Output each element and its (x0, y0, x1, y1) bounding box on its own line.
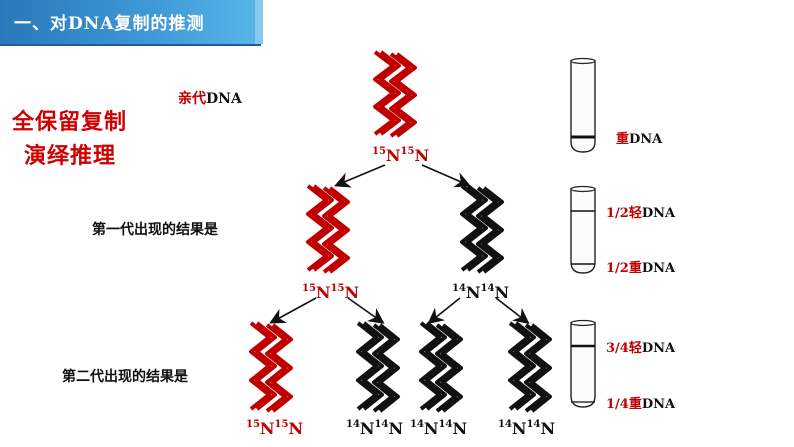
helix-gen1-left-strand-2 (312, 184, 334, 272)
helix-parent-strand-2 (379, 50, 401, 136)
helix-gen2-2-strand-1 (356, 321, 378, 411)
helix-gen2-4-strand-3 (524, 323, 546, 413)
helices (249, 50, 552, 413)
helix-parent (373, 50, 417, 138)
helix-parent-strand-3 (389, 52, 411, 138)
parent-label-prefix: 亲代 (178, 91, 206, 107)
helix-gen1-right-strand-1 (460, 184, 482, 272)
tube3-band-label-1: 3/4轻DNA (606, 341, 676, 356)
helix-gen2-3-strand-3 (435, 323, 457, 413)
arrow-gen1-right-1 (427, 297, 461, 324)
section-header (0, 0, 261, 46)
helix-gen2-3-strand-4 (441, 323, 463, 413)
helix-gen2-1-strand-1 (249, 321, 271, 411)
arrow-gen1-left-2 (347, 297, 385, 324)
arrows (269, 164, 530, 324)
helix-gen2-1 (249, 321, 293, 413)
helix-gen2-2-strand-3 (372, 323, 394, 413)
arrow-parent-left (334, 164, 386, 188)
helix-gen2-1-strand-2 (255, 321, 277, 411)
gen2-isotope-3: 14N14N (410, 419, 468, 438)
gen1-left-isotope: 15N15N (302, 283, 360, 302)
helix-gen1-right-strand-4 (482, 186, 504, 274)
helix-parent-strand-1 (373, 50, 395, 136)
parent-isotope: 15N15N (372, 146, 430, 165)
gen2-isotope-2: 14N14N (346, 419, 404, 438)
helix-gen2-1-strand-3 (265, 323, 287, 413)
tube2-band-label-2: 1/2重DNA (606, 261, 676, 276)
tube-1-body (570, 60, 596, 153)
generation2-label: 第二代出现的结果是 (62, 369, 188, 385)
helix-gen1-right (460, 184, 504, 274)
helix-gen1-right-strand-3 (476, 186, 498, 274)
generation1-label: 第一代出现的结果是 (92, 222, 218, 238)
method-line-2: 演绎推理 (24, 143, 117, 169)
method-line-1: 全保留复制 (12, 109, 128, 135)
helix-gen2-2-strand-2 (362, 321, 384, 411)
helix-gen1-left (306, 184, 350, 274)
helix-gen2-2-strand-4 (378, 323, 400, 413)
helix-gen1-left-strand-1 (306, 184, 328, 272)
tube-1-rim (570, 57, 596, 65)
helix-gen2-3-strand-2 (425, 321, 447, 411)
helix-gen1-left-strand-3 (322, 186, 344, 274)
parent-label: 亲代DNA (178, 88, 242, 108)
parent-label-suffix: DNA (206, 91, 242, 107)
tube-3 (570, 319, 596, 408)
tube1-band-label: 重DNA (616, 132, 663, 147)
tube-2-body (570, 188, 596, 274)
helix-gen2-3 (419, 321, 463, 413)
helix-parent-strand-4 (395, 52, 417, 138)
header-accent (255, 0, 263, 44)
helix-gen2-4-strand-2 (514, 321, 536, 411)
arrow-gen1-left-1 (269, 297, 317, 324)
arrow-gen1-right-2 (495, 297, 530, 324)
helix-gen1-left-strand-4 (328, 186, 350, 274)
tube2-band-label-1: 1/2轻DNA (606, 206, 676, 221)
helix-gen2-3-strand-1 (419, 321, 441, 411)
gen1-right-isotope: 14N14N (452, 283, 510, 302)
tube-1 (570, 57, 596, 153)
tube3-band-label-2: 1/4重DNA (606, 397, 676, 412)
helix-gen2-1-strand-4 (271, 323, 293, 413)
section-title: 一、对DNA复制的推测 (14, 14, 205, 34)
tube-2-rim (570, 185, 596, 193)
helix-gen2-2 (356, 321, 400, 413)
tube-3-rim (570, 319, 596, 327)
gen2-isotope-4: 14N14N (498, 419, 556, 438)
arrow-parent-right (421, 164, 471, 188)
helix-gen2-4-strand-4 (530, 323, 552, 413)
helix-gen2-4 (508, 321, 552, 413)
tube-3-body (570, 322, 596, 408)
helix-gen1-right-strand-2 (466, 184, 488, 272)
gen2-isotope-1: 15N15N (246, 419, 304, 438)
tube-2 (570, 185, 596, 274)
helix-gen2-4-strand-1 (508, 321, 530, 411)
